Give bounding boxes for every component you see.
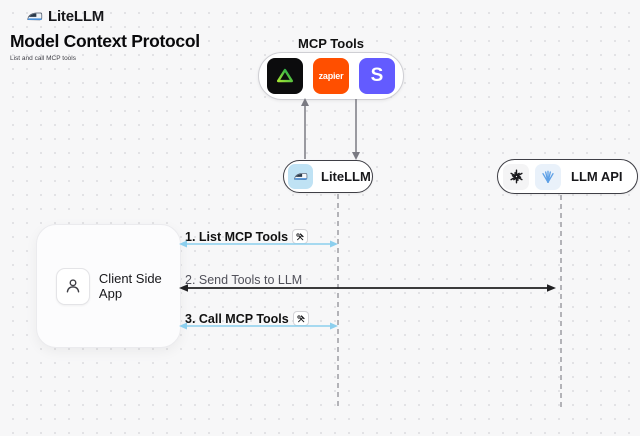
arrow-call-mcp-tools — [179, 322, 338, 330]
user-icon-box — [56, 267, 90, 305]
litellm-node-label: LiteLLM — [321, 169, 371, 184]
llm-api-lifeline — [560, 195, 562, 407]
brand-text: LiteLLM — [48, 8, 105, 25]
message-3-label: 3. Call MCP Tools — [185, 311, 289, 326]
stripe-logo-icon: S — [359, 58, 395, 94]
page-subtitle: List and call MCP tools — [10, 55, 76, 62]
arrow-send-tools-to-llm — [179, 284, 556, 292]
mcp-tools-box: zapier S — [258, 52, 404, 100]
message-2-label-row: 2. Send Tools to LLM — [185, 273, 302, 287]
mcp-tools-label: MCP Tools — [298, 36, 364, 51]
stripe-logo-text: S — [370, 65, 384, 86]
zapier-logo-text: zapier — [318, 71, 344, 81]
llm-api-node: LLM API — [497, 159, 638, 194]
message-1-label: 1. List MCP Tools — [185, 229, 289, 244]
llm-api-node-label: LLM API — [571, 169, 623, 184]
user-icon — [66, 279, 80, 293]
zapier-logo-icon: zapier — [313, 58, 349, 94]
litellm-node: LiteLLM — [283, 160, 373, 193]
message-1-label-row: 1. List MCP Tools — [185, 229, 309, 244]
litellm-lifeline — [337, 194, 339, 407]
arrow-list-mcp-tools — [179, 240, 338, 248]
triangle-logo-icon — [267, 58, 303, 94]
message-2-label: 2. Send Tools to LLM — [185, 273, 303, 287]
openai-logo-icon — [503, 163, 529, 190]
message-3-label-row: 3. Call MCP Tools — [185, 311, 309, 326]
litellm-train-node-icon — [288, 164, 313, 189]
arrow-down-to-litellm — [352, 99, 360, 160]
page-title: Model Context Protocol — [10, 31, 200, 51]
llm-provider-fan-icon — [535, 163, 561, 190]
litellm-train-icon — [26, 8, 43, 25]
arrow-up-to-mcp — [301, 98, 309, 159]
brand-row: LiteLLM — [26, 8, 104, 25]
client-side-app-label: Client Side App — [98, 271, 162, 301]
client-side-app-node: Client Side App — [36, 224, 181, 348]
